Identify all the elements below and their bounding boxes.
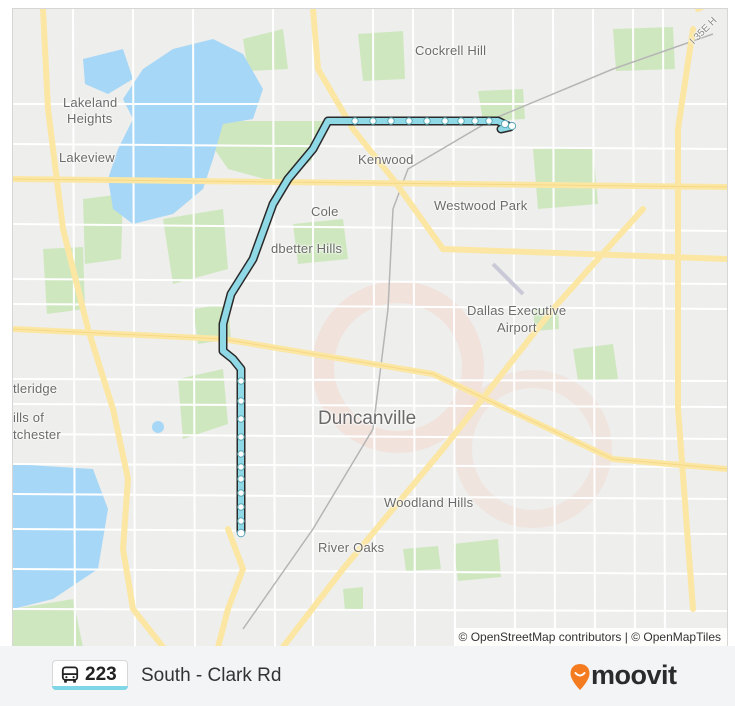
route-direction: South - Clark Rd xyxy=(141,665,282,686)
label-cole: Cole xyxy=(311,204,339,219)
label-woodland-hills: Woodland Hills xyxy=(384,495,474,510)
label-duncanville: Duncanville xyxy=(318,408,417,429)
label-lakeview: Lakeview xyxy=(59,150,115,165)
label-kenwood: Kenwood xyxy=(358,152,414,167)
label-westwood-park: Westwood Park xyxy=(434,198,528,213)
label-cockrell-hill: Cockrell Hill xyxy=(415,43,487,58)
map-canvas xyxy=(13,9,727,647)
moovit-logo[interactable]: moovit xyxy=(569,660,689,692)
route-map[interactable]: Cockrell Hill Lakeland Heights Lakeview … xyxy=(12,8,728,648)
label-river-oaks: River Oaks xyxy=(318,540,385,555)
moovit-pin-icon xyxy=(570,664,590,690)
label-lakeland-heights-line2: Heights xyxy=(67,111,113,126)
label-tchester: tchester xyxy=(13,427,61,442)
label-airport: Airport xyxy=(497,320,537,335)
bus-icon xyxy=(61,666,79,683)
route-number: 223 xyxy=(85,664,117,685)
label-ills-of: ills of xyxy=(13,410,45,425)
label-ledbetter-hills: dbetter Hills xyxy=(271,241,343,256)
label-tleridge: tleridge xyxy=(13,381,58,396)
label-lakeland-heights-line1: Lakeland xyxy=(63,95,118,110)
moovit-wordmark: moovit xyxy=(591,660,677,690)
map-attribution[interactable]: © OpenStreetMap contributors | © OpenMap… xyxy=(453,628,727,647)
route-color-bar xyxy=(52,686,128,690)
route-badge: 223 xyxy=(52,660,128,690)
label-dallas-executive: Dallas Executive xyxy=(467,303,567,318)
